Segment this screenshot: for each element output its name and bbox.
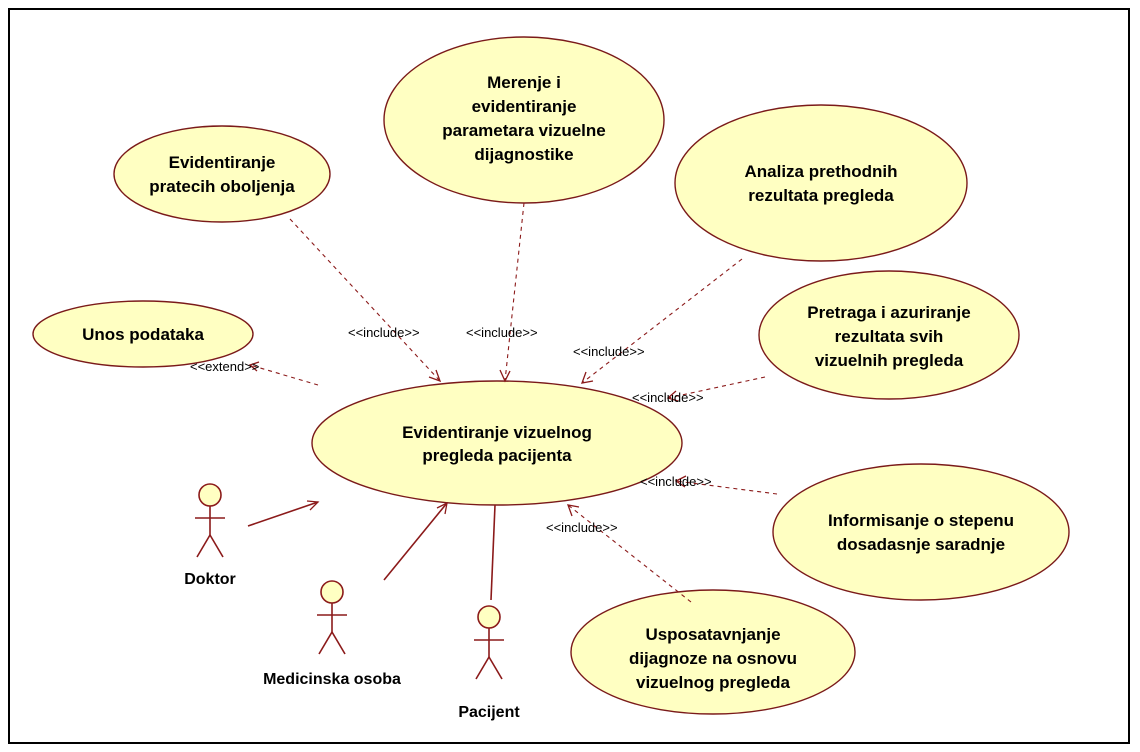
actor-medicinska-label: Medicinska osoba [263,671,401,688]
association-doktor [247,500,320,527]
use-case-uspostavljanje-line-3: vizuelnog pregleda [636,673,791,692]
use-case-merenje[interactable]: Merenje i evidentiranje parametara vizue… [383,36,665,204]
include-relation-merenje: <<include>> [466,202,538,383]
include-label-informisanje: <<include>> [640,474,712,489]
include-label-uspostavljanje: <<include>> [546,520,618,535]
actor-pacijent[interactable]: Pacijent [458,605,520,721]
actor-doktor[interactable]: Doktor [184,483,236,588]
include-label-pretraga: <<include>> [632,390,704,405]
include-label-merenje: <<include>> [466,325,538,340]
include-label-analiza: <<include>> [573,344,645,359]
use-case-informisanje[interactable]: Informisanje o stepenu dosadasnje saradn… [772,463,1070,601]
use-case-informisanje-line-1: Informisanje o stepenu [828,511,1014,530]
extend-label: <<extend>> [190,359,259,374]
include-relation-pratecih: <<include>> [289,218,442,383]
use-case-merenje-line-2: evidentiranje [472,97,577,116]
actor-medicinska-head [320,580,344,604]
association-pacijent [490,504,496,601]
use-case-uspostavljanje-line-2: dijagnoze na osnovu [629,649,797,668]
include-relation-analiza: <<include>> [573,258,743,384]
use-case-pratecih-line-1: Evidentiranje [169,153,276,172]
include-relation-informisanje: <<include>> [640,474,778,495]
use-case-pretraga[interactable]: Pretraga i azuriranje rezultata svih viz… [758,270,1020,400]
include-label-pratecih: <<include>> [348,325,420,340]
use-case-merenje-line-3: parametara vizuelne [442,121,605,140]
use-case-merenje-line-1: Merenje i [487,73,561,92]
use-case-analiza-line-1: Analiza prethodnih [745,162,898,181]
extend-relation: <<extend>> [190,359,319,386]
use-case-uspostavljanje-line-1: Usposatavnjanje [645,625,780,644]
use-case-pretraga-line-2: rezultata svih [835,327,944,346]
use-case-main-line-2: pregleda pacijenta [422,446,572,465]
use-case-analiza[interactable]: Analiza prethodnih rezultata pregleda [674,104,968,262]
use-case-pratecih-line-2: pratecih oboljenja [149,177,295,196]
actor-pacijent-head [477,605,501,629]
actor-medicinska-osoba[interactable]: Medicinska osoba [263,580,401,688]
use-case-pretraga-line-3: vizuelnih pregleda [815,351,964,370]
use-case-informisanje-line-2: dosadasnje saradnje [837,535,1005,554]
actor-pacijent-label: Pacijent [458,704,520,721]
use-case-unos-podataka[interactable]: Unos podataka [32,300,254,368]
use-case-unos-line-1: Unos podataka [82,325,204,344]
include-relation-pretraga: <<include>> [632,376,766,405]
association-medicinska-osoba [383,501,448,581]
actor-doktor-label: Doktor [184,571,236,588]
use-case-pretraga-line-1: Pretraga i azuriranje [807,303,970,322]
use-case-merenje-line-4: dijagnostike [474,145,573,164]
use-case-analiza-line-2: rezultata pregleda [748,186,894,205]
use-case-main[interactable]: Evidentiranje vizuelnog pregleda pacijen… [311,380,683,506]
use-case-main-line-1: Evidentiranje vizuelnog [402,423,592,442]
actor-doktor-head [198,483,222,507]
include-relation-uspostavljanje: <<include>> [546,504,692,603]
use-case-uspostavljanje[interactable]: Usposatavnjanje dijagnoze na osnovu vizu… [570,589,856,715]
use-case-pratecih-oboljenja[interactable]: Evidentiranje pratecih oboljenja [113,125,331,223]
